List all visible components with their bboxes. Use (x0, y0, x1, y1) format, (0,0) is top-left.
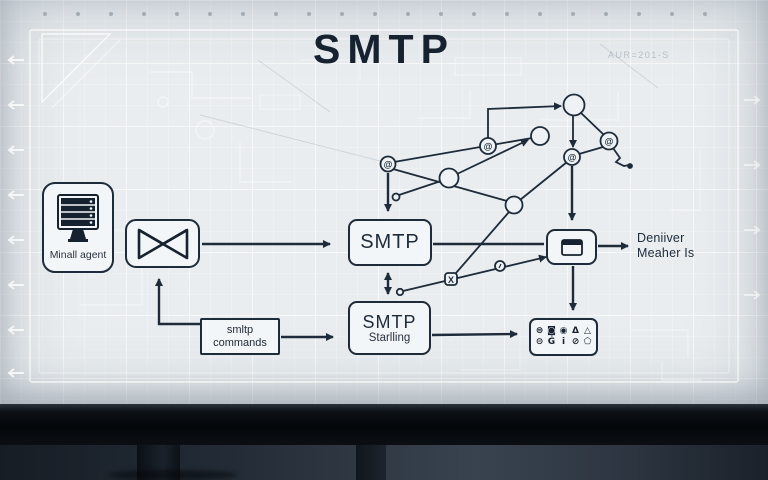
smtp-box-label: SMTP (360, 231, 420, 253)
mail-agent-label: Minall agent (49, 249, 107, 261)
slash-circle-icon: ⊘ (571, 337, 580, 347)
smtp-starling-subtitle: Starlling (368, 331, 411, 344)
smtp-box: SMTP (348, 219, 432, 266)
status-icon-grid: ⊜ ◙ ◉ Δ △ ⊝ Ġ i ⊘ ⬠ (535, 326, 592, 348)
g-dot-icon: Ġ (547, 337, 556, 347)
deliver-line1: Deniiver (637, 231, 685, 245)
circle-bar-icon: ⊜ (535, 326, 544, 336)
monitor-stand-leg (356, 445, 386, 480)
triangle-icon: Δ (572, 326, 579, 336)
circuit-background-layer: AUR=201-S (7, 12, 761, 383)
watermark-text: AUR=201-S (608, 50, 670, 60)
smtp-starling-box: SMTP Starlling (348, 301, 431, 355)
diagram-layer: X (155, 93, 633, 341)
status-icons-box: ⊜ ◙ ◉ Δ △ ⊝ Ġ i ⊘ ⬠ (529, 318, 598, 356)
at-icon: @ (384, 160, 393, 170)
filled-circle-icon: ◙ (547, 326, 556, 336)
diagonal-status-line (395, 254, 547, 297)
blueprint-screen: AUR=201-S (0, 0, 768, 405)
mail-server-icon (57, 194, 99, 242)
mail-agent-box: Minall agent (42, 182, 114, 273)
delivery-window-box (546, 229, 597, 265)
pentagon-icon: ⬠ (583, 337, 592, 347)
browser-window-icon (560, 238, 583, 256)
page-title: SMTP (313, 26, 455, 72)
network-nodes (379, 93, 633, 215)
envelope-box (125, 219, 200, 268)
deliver-line2: Meaher Is (637, 246, 695, 260)
commands-label-line2: commands (213, 336, 267, 349)
smtp-starling-title: SMTP (362, 311, 417, 332)
at-icon: @ (484, 142, 493, 152)
at-icon: @ (605, 137, 614, 147)
circle-minus-icon: ⊝ (535, 337, 544, 347)
at-icon: @ (568, 153, 577, 163)
flow-connectors (155, 166, 629, 341)
left-margin-arrows (7, 55, 24, 378)
right-margin-arrows (744, 95, 761, 300)
target-circle-icon: ◉ (559, 326, 568, 336)
monitor-bezel (0, 404, 768, 445)
commands-label-line1: smltp (226, 324, 254, 336)
top-tick-dots (43, 12, 707, 16)
smtp-commands-box: smltp commands (200, 318, 280, 355)
info-icon: i (561, 337, 566, 347)
envelope-icon (137, 228, 188, 259)
triangle-outline-icon: △ (584, 326, 591, 336)
node-glyphs: @ @ @ @ (384, 137, 614, 170)
stand-shadow (108, 470, 238, 480)
x-marker-glyph: X (448, 275, 454, 285)
deliver-output-text: Deniiver Meaher Is (637, 231, 694, 261)
